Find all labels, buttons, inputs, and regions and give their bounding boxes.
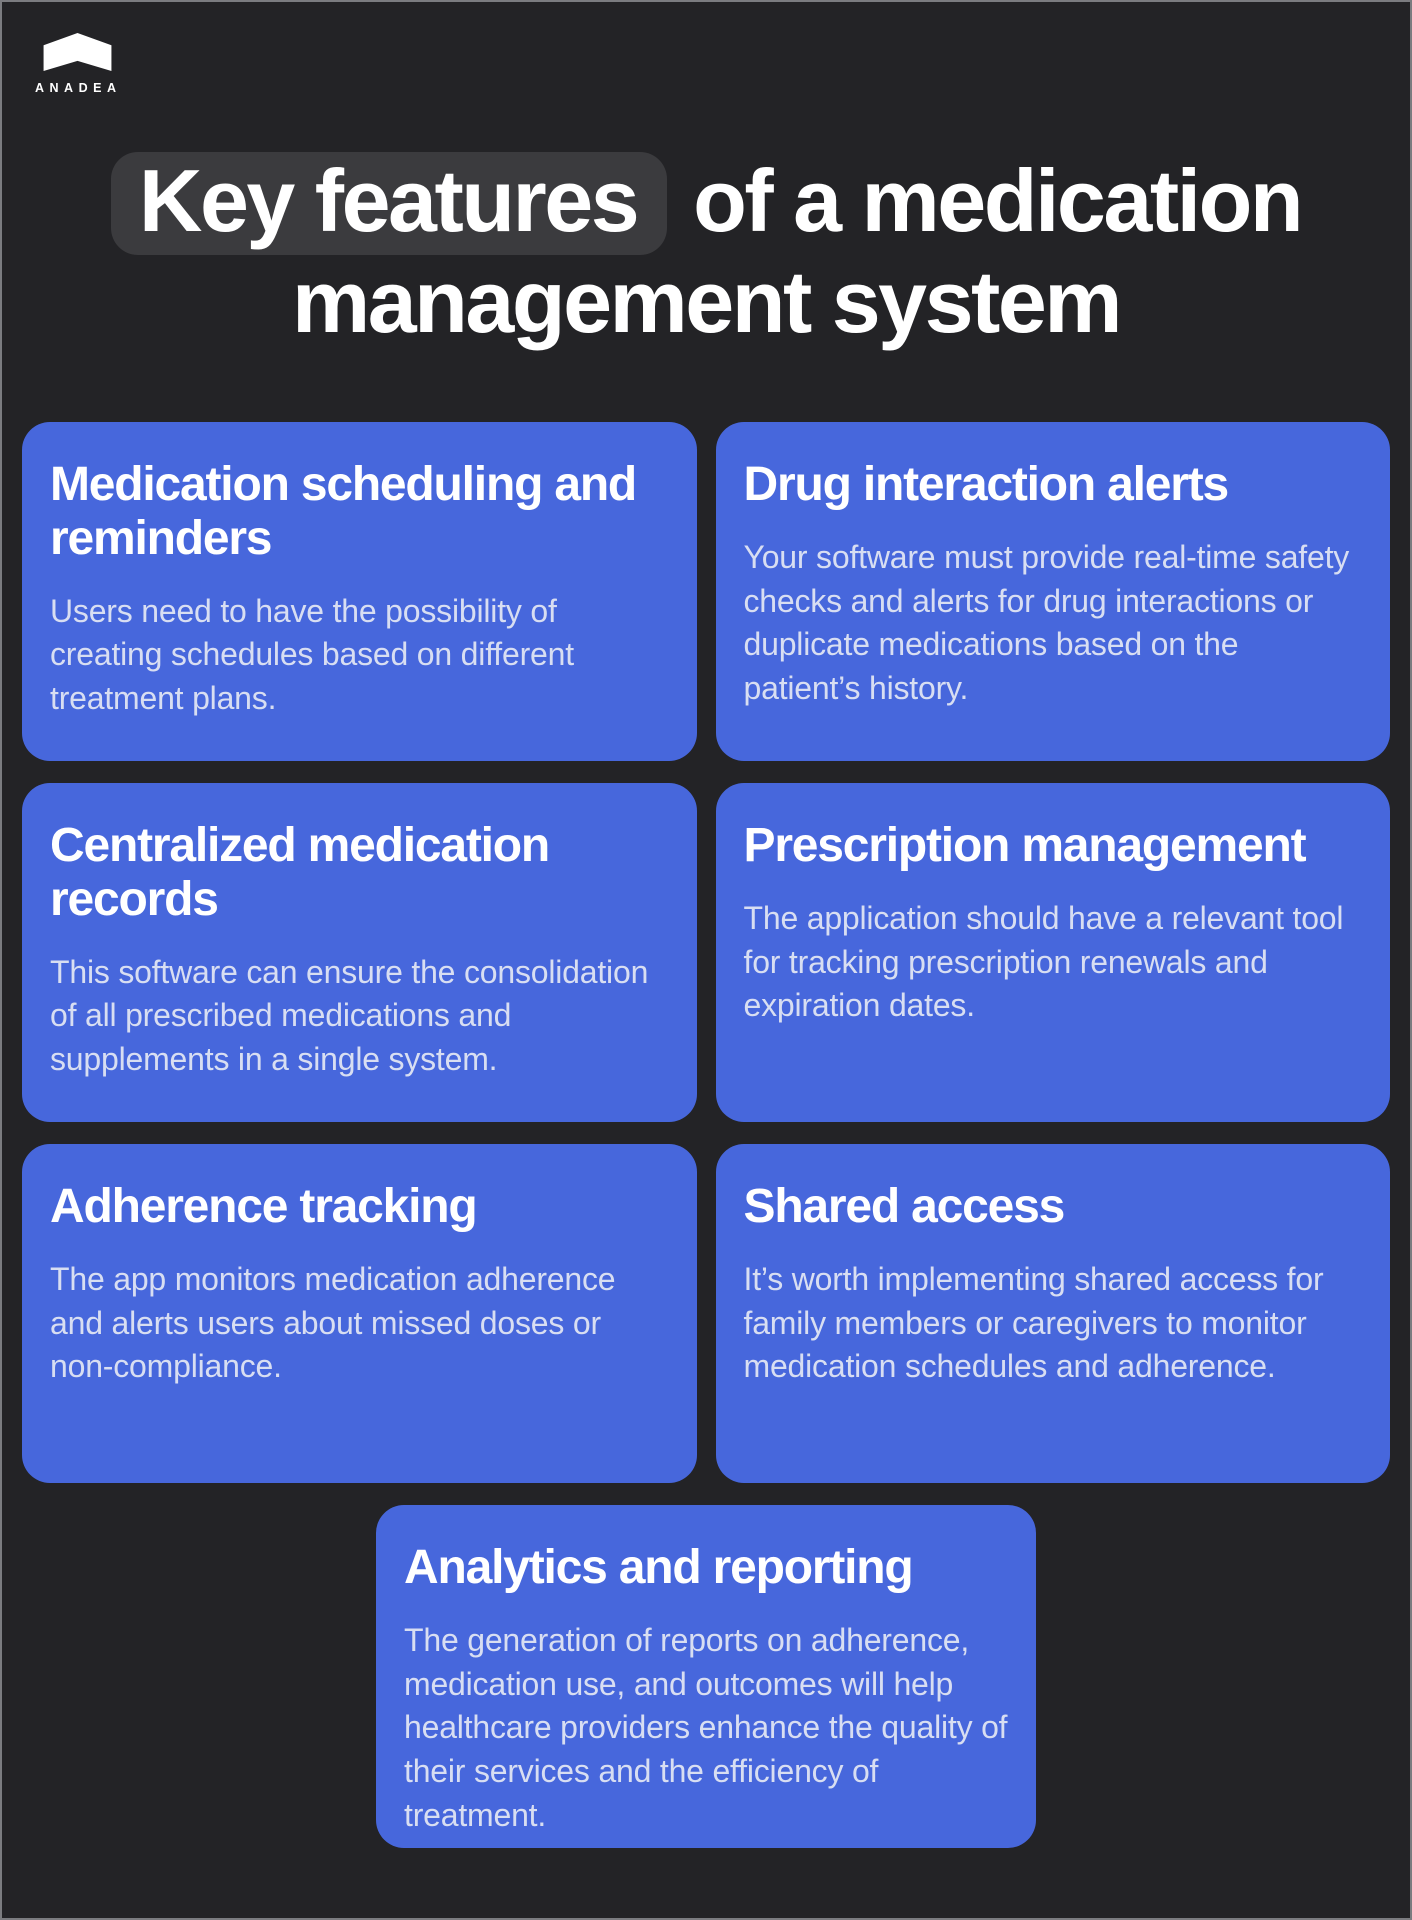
card-title: Centralized medication records <box>50 819 550 926</box>
card-body: Users need to have the possibility of cr… <box>50 592 574 717</box>
card-title: Drug interaction alerts <box>743 458 1230 511</box>
card-body: The application should have a relevant t… <box>743 899 1344 1024</box>
title-highlight: Key features <box>110 152 668 256</box>
feature-card-centralized-records: Centralized medication records This soft… <box>22 783 697 1122</box>
feature-cards-grid: Medication scheduling and reminders User… <box>22 422 1390 1848</box>
card-body: It’s worth implementing shared access fo… <box>743 1260 1324 1385</box>
anadea-chevron-icon <box>43 33 111 71</box>
card-title: Shared access <box>743 1180 1066 1233</box>
anadea-logo: ANADEA <box>35 33 119 95</box>
feature-card-drug-interaction-alerts: Drug interaction alerts Your software mu… <box>715 422 1390 761</box>
feature-card-medication-scheduling: Medication scheduling and reminders User… <box>22 422 697 761</box>
card-title: Adherence tracking <box>50 1180 478 1233</box>
feature-card-prescription-management: Prescription management The application … <box>715 783 1390 1122</box>
brand-name: ANADEA <box>35 81 122 95</box>
card-title: Analytics and reporting <box>404 1541 914 1594</box>
title-line2: management system <box>291 252 1123 352</box>
card-body: The generation of reports on adherence, … <box>404 1621 1008 1834</box>
title-rest: of a medication <box>693 151 1303 250</box>
feature-card-adherence-tracking: Adherence tracking The app monitors medi… <box>22 1144 697 1483</box>
card-title: Medication scheduling and reminders <box>50 458 637 565</box>
card-body: Your software must provide real-time saf… <box>743 538 1350 707</box>
card-body: The app monitors medication adherence an… <box>50 1260 616 1385</box>
card-title: Prescription management <box>743 819 1307 872</box>
card-body: This software can ensure the consolidati… <box>50 953 649 1078</box>
feature-card-shared-access: Shared access It’s worth implementing sh… <box>715 1144 1390 1483</box>
feature-card-analytics-reporting: Analytics and reporting The generation o… <box>376 1505 1036 1848</box>
